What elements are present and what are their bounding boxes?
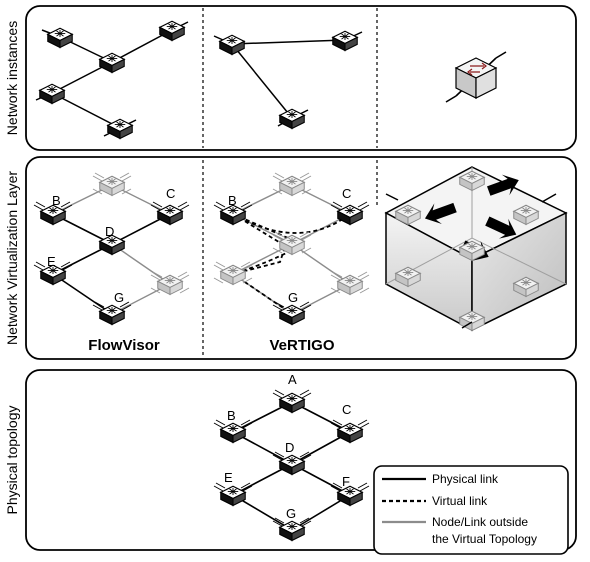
instance-topology-2 [213,30,363,130]
physical-topology: A B C D E F G [213,372,370,542]
switch-icon [219,34,245,56]
panel-virtualization-layer [25,156,577,360]
switch-icon [279,234,305,256]
switch-icon [279,454,305,476]
legend-outside-label-1: Node/Link outside [432,515,528,529]
switch-icon [40,204,66,226]
switch-icon [39,83,65,105]
node-label-c: C [342,186,351,201]
node-label-a: A [288,372,297,387]
switch-icon [157,204,183,226]
node-label-e: E [47,254,56,269]
switch-icon [99,52,125,74]
label-network-instances: Network instances [4,21,20,135]
legend: Physical link Virtual link Node/Link out… [373,465,569,555]
legend-box [373,465,569,555]
switch-icon [337,204,363,226]
legend-outside-label-2: the Virtual Topology [432,532,537,546]
legend-virtual-label: Virtual link [432,494,488,508]
node-label-f: F [342,474,350,489]
node-label-g: G [286,506,296,521]
node-label-b: B [52,193,61,208]
caption-vertigo: VeRTIGO [269,337,334,354]
label-physical-topology: Physical topology [4,406,20,515]
node-label-d: D [105,224,114,239]
switch-icon [107,118,133,140]
vertigo-topology: B C G [213,172,370,326]
switch-icon [337,422,363,444]
switch-icon [279,392,305,414]
switch-icon [220,264,246,286]
big-switch-cube [384,166,568,332]
switch-icon [220,422,246,444]
switch-icon [279,175,305,197]
flowvisor-topology: B C D E G [33,172,190,326]
node-label-e: E [224,470,233,485]
node-label-b: B [228,193,237,208]
panel-physical-topology [25,369,577,551]
switch-icon [279,108,305,130]
panel-network-instances [25,5,577,151]
switch-icon [332,30,358,52]
switch-icon [159,20,185,42]
node-label-c: C [342,402,351,417]
switch-icon [337,485,363,507]
switch-icon [220,485,246,507]
node-label-d: D [285,440,294,455]
node-label-g: G [114,290,124,305]
big-switch-instance [445,51,507,103]
switch-icon [220,204,246,226]
instance-topology-1 [35,20,189,140]
caption-flowvisor: FlowVisor [88,337,160,354]
node-label-g: G [288,290,298,305]
switch-icon [99,175,125,197]
node-label-b: B [227,408,236,423]
node-label-c: C [166,186,175,201]
legend-physical-label: Physical link [432,472,499,486]
label-virtualization-layer: Network Virtualization Layer [4,171,20,345]
switch-icon [47,27,73,49]
